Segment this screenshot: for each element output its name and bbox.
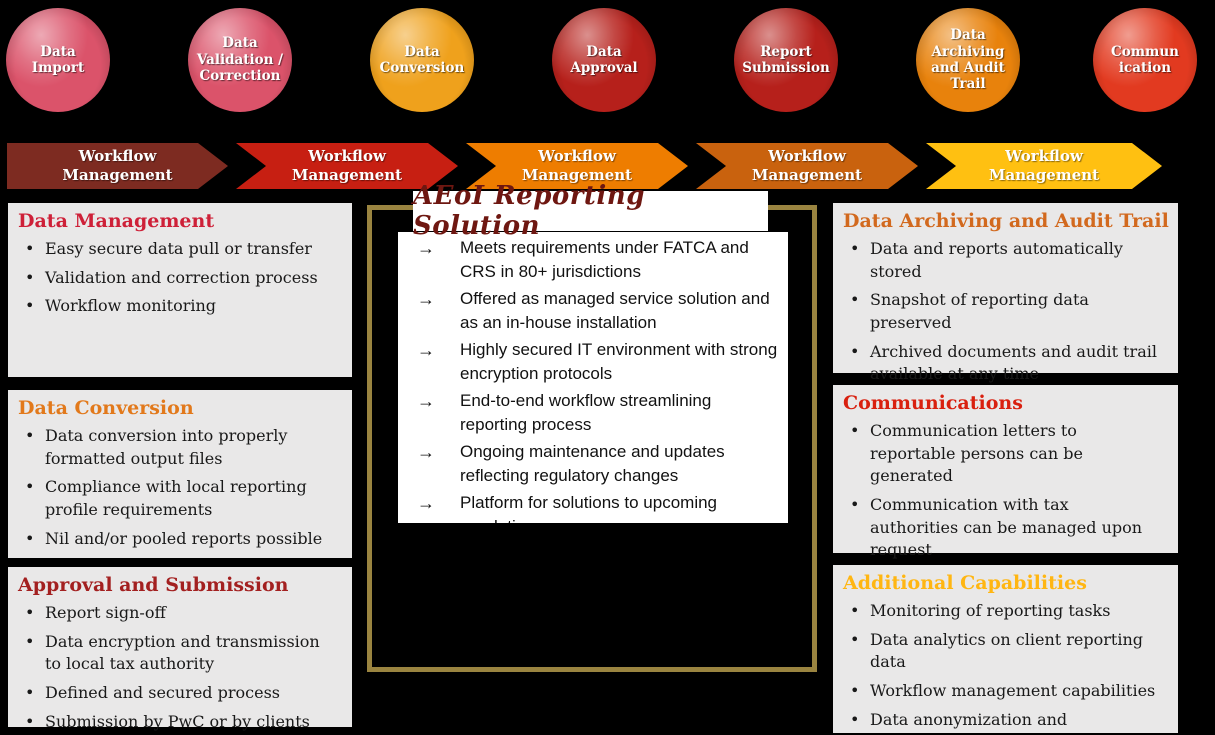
workflow-arrow-label: Workflow Management <box>62 147 173 184</box>
stage-circle-data-conversion: Data Conversion <box>370 8 474 112</box>
panel-bullet-list: Communication letters to reportable pers… <box>841 420 1170 562</box>
center-title-box: AEoI Reporting Solution <box>413 181 768 241</box>
bullet-item: Data anonymization and enrichment can be… <box>841 709 1170 735</box>
stage-circle-report-submission: Report Submission <box>734 8 838 112</box>
panel-title: Data Conversion <box>18 397 194 419</box>
stage-label: Commun ication <box>1111 43 1179 76</box>
bullet-item: End-to-end workflow streamlining reporti… <box>398 389 788 437</box>
bullet-item: Nil and/or pooled reports possible <box>16 528 344 551</box>
center-title: AEoI Reporting Solution <box>413 181 645 241</box>
stage-label: Data Approval <box>570 43 638 76</box>
workflow-arrow-label: Workflow Management <box>521 147 633 184</box>
panel-approval-submission: Approval and Submission Report sign-off … <box>8 567 352 733</box>
stage-circle-data-archiving: Data Archiving and Audit Trail <box>916 8 1020 112</box>
panel-bullet-list: Data conversion into properly formatted … <box>16 425 344 551</box>
panel-bullet-list: Easy secure data pull or transfer Valida… <box>16 238 344 318</box>
panel-title: Communications <box>843 392 1023 414</box>
bullet-item: Report sign-off <box>16 602 344 625</box>
center-bullet-list: Meets requirements under FATCA and CRS i… <box>398 232 788 523</box>
stage-circle-data-approval: Data Approval <box>552 8 656 112</box>
stage-circle-data-import: Data Import <box>6 8 110 112</box>
bullet-item: Communication with tax authorities can b… <box>841 494 1170 562</box>
panel-title: Data Management <box>18 210 215 232</box>
stage-circle-communication: Commun ication <box>1093 8 1197 112</box>
panel-bullet-list: Report sign-off Data encryption and tran… <box>16 602 344 734</box>
bullet-item: Easy secure data pull or transfer <box>16 238 344 261</box>
bullet-item: Ongoing maintenance and updates reflecti… <box>398 440 788 488</box>
workflow-arrow-5: Workflow Management <box>926 143 1162 189</box>
workflow-arrow-label: Workflow Management <box>291 147 403 184</box>
stage-label: Data Import <box>31 43 85 76</box>
panel-bullet-list: Data and reports automatically stored Sn… <box>841 238 1170 386</box>
bullet-item: Workflow monitoring <box>16 295 344 318</box>
bullet-item: Archived documents and audit trail avail… <box>841 341 1170 386</box>
stage-label: Report Submission <box>742 43 830 76</box>
panel-communications: Communications Communication letters to … <box>833 385 1178 559</box>
bullet-item: Highly secured IT environment with stron… <box>398 338 788 386</box>
workflow-arrow-3: Workflow Management <box>466 143 688 189</box>
bullet-item: Offered as managed service solution and … <box>398 287 788 335</box>
panel-title: Approval and Submission <box>18 574 289 596</box>
workflow-arrow-label: Workflow Management <box>751 147 863 184</box>
panel-data-management: Data Management Easy secure data pull or… <box>8 203 352 377</box>
bullet-item: Snapshot of reporting data preserved <box>841 289 1170 334</box>
panel-title: Data Archiving and Audit Trail <box>843 210 1169 232</box>
workflow-arrow-2: Workflow Management <box>236 143 458 189</box>
center-bullets-box: Meets requirements under FATCA and CRS i… <box>398 232 788 523</box>
bullet-item: Monitoring of reporting tasks <box>841 600 1170 623</box>
bullet-item: Platform for solutions to upcoming regul… <box>398 491 788 523</box>
bullet-item: Data encryption and transmission to loca… <box>16 631 344 676</box>
bullet-item: Data and reports automatically stored <box>841 238 1170 283</box>
stage-label: Data Validation / Correction <box>196 35 284 85</box>
bullet-item: Communication letters to reportable pers… <box>841 420 1170 488</box>
bullet-item: Submission by PwC or by clients <box>16 711 344 734</box>
panel-data-conversion: Data Conversion Data conversion into pro… <box>8 390 352 558</box>
panel-additional-capabilities: Additional Capabilities Monitoring of re… <box>833 565 1178 735</box>
bullet-item: Data analytics on client reporting data <box>841 629 1170 674</box>
workflow-arrow-1: Workflow Management <box>7 143 228 189</box>
bullet-item: Meets requirements under FATCA and CRS i… <box>398 236 788 284</box>
stage-label: Data Conversion <box>379 43 465 76</box>
stage-label: Data Archiving and Audit Trail <box>931 27 1005 93</box>
workflow-arrow-4: Workflow Management <box>696 143 918 189</box>
stage-circle-data-validation: Data Validation / Correction <box>188 8 292 112</box>
bullet-item: Data conversion into properly formatted … <box>16 425 344 470</box>
workflow-arrow-label: Workflow Management <box>988 147 1100 184</box>
bullet-item: Workflow management capabilities <box>841 680 1170 703</box>
panel-bullet-list: Monitoring of reporting tasks Data analy… <box>841 600 1170 735</box>
panel-title: Additional Capabilities <box>843 572 1087 594</box>
bullet-item: Defined and secured process <box>16 682 344 705</box>
bullet-item: Validation and correction process <box>16 267 344 290</box>
panel-data-archiving: Data Archiving and Audit Trail Data and … <box>833 203 1178 383</box>
bullet-item: Compliance with local reporting profile … <box>16 476 344 521</box>
